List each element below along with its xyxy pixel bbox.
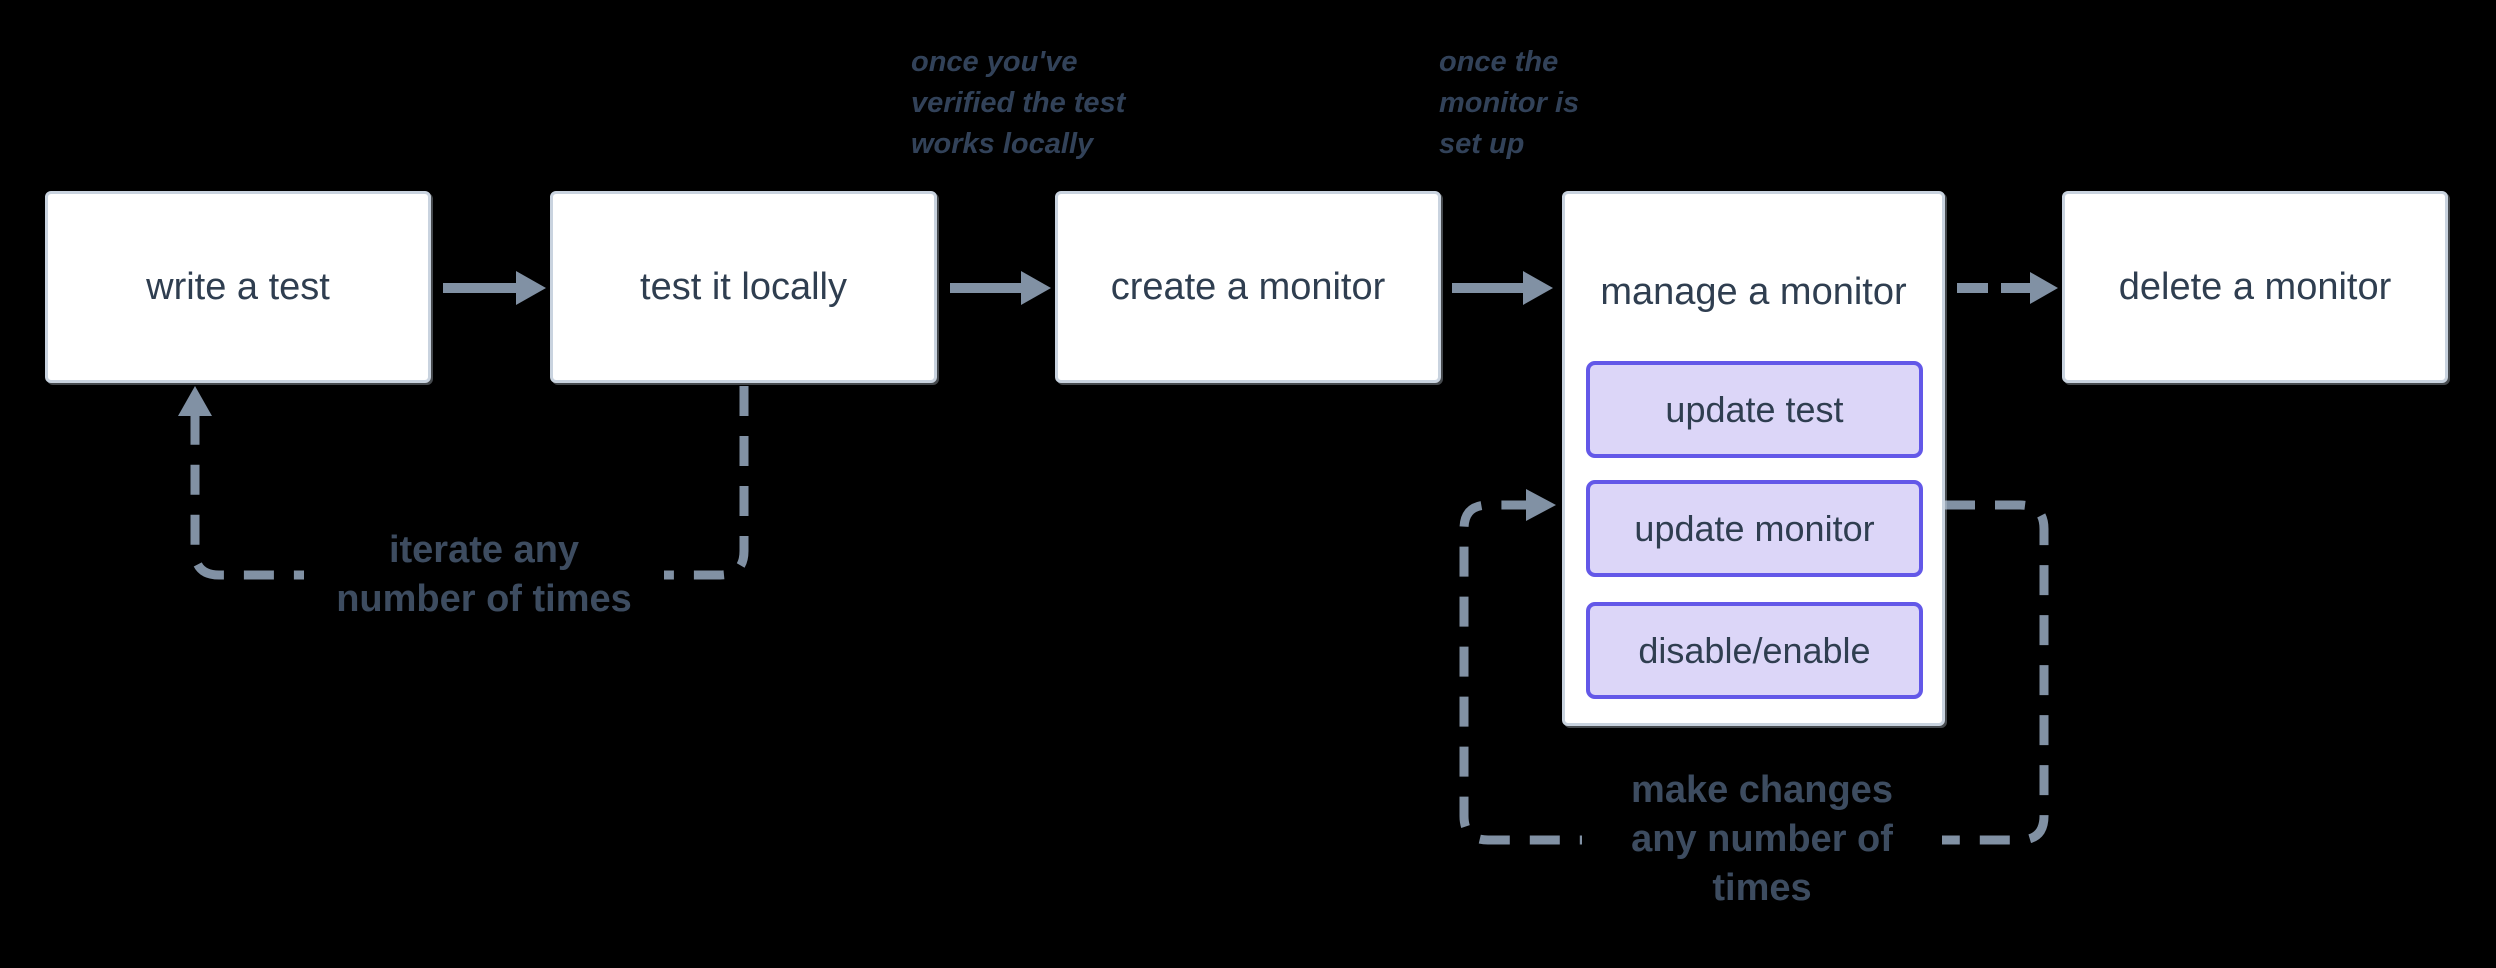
arrowhead-right-icon (1021, 271, 1051, 305)
annotation-once-set-up: once the monitor is set up (1439, 42, 1579, 165)
loop-label-line: number of times (336, 578, 632, 620)
subnode-update-test: update test (1586, 361, 1923, 458)
node-label: create a monitor (1110, 266, 1386, 308)
node-label: test it locally (640, 266, 847, 308)
loop-label-iterate: iterate any number of times (304, 526, 664, 624)
node-label: write a test (146, 266, 330, 308)
node-test-locally: test it locally (550, 191, 937, 383)
node-create-monitor: create a monitor (1055, 191, 1441, 383)
arrowhead-up-icon (178, 386, 212, 416)
node-label: manage a monitor (1600, 271, 1907, 313)
annotation-line: works locally (911, 128, 1094, 160)
annotation-line: once you've (911, 46, 1078, 78)
subnode-label: update test (1665, 388, 1844, 430)
annotation-once-verified: once you've verified the test works loca… (911, 42, 1125, 165)
loop-label-line: make changes (1631, 769, 1893, 811)
annotation-line: once the (1439, 46, 1559, 78)
node-manage-monitor: manage a monitor update test update moni… (1562, 191, 1945, 726)
annotation-line: set up (1439, 128, 1525, 160)
arrowhead-right-icon (2030, 272, 2058, 304)
node-delete-monitor: delete a monitor (2062, 191, 2448, 383)
node-write-test: write a test (45, 191, 431, 383)
loop-label-line: times (1712, 867, 1812, 909)
subnode-label: update monitor (1634, 507, 1875, 549)
subnode-label: disable/enable (1638, 629, 1871, 671)
subnode-disable-enable: disable/enable (1586, 602, 1923, 699)
subnode-update-monitor: update monitor (1586, 480, 1923, 577)
arrowhead-right-icon (1523, 271, 1553, 305)
arrowhead-right-icon (1526, 489, 1556, 521)
annotation-line: monitor is (1439, 87, 1580, 119)
loop-label-line: iterate any (388, 529, 580, 571)
annotation-line: verified the test (911, 87, 1126, 119)
arrowhead-right-icon (516, 271, 546, 305)
loop-label-line: any number of (1631, 818, 1893, 860)
node-label: delete a monitor (2118, 266, 2392, 308)
loop-label-make-changes: make changes any number of times (1582, 766, 1942, 913)
